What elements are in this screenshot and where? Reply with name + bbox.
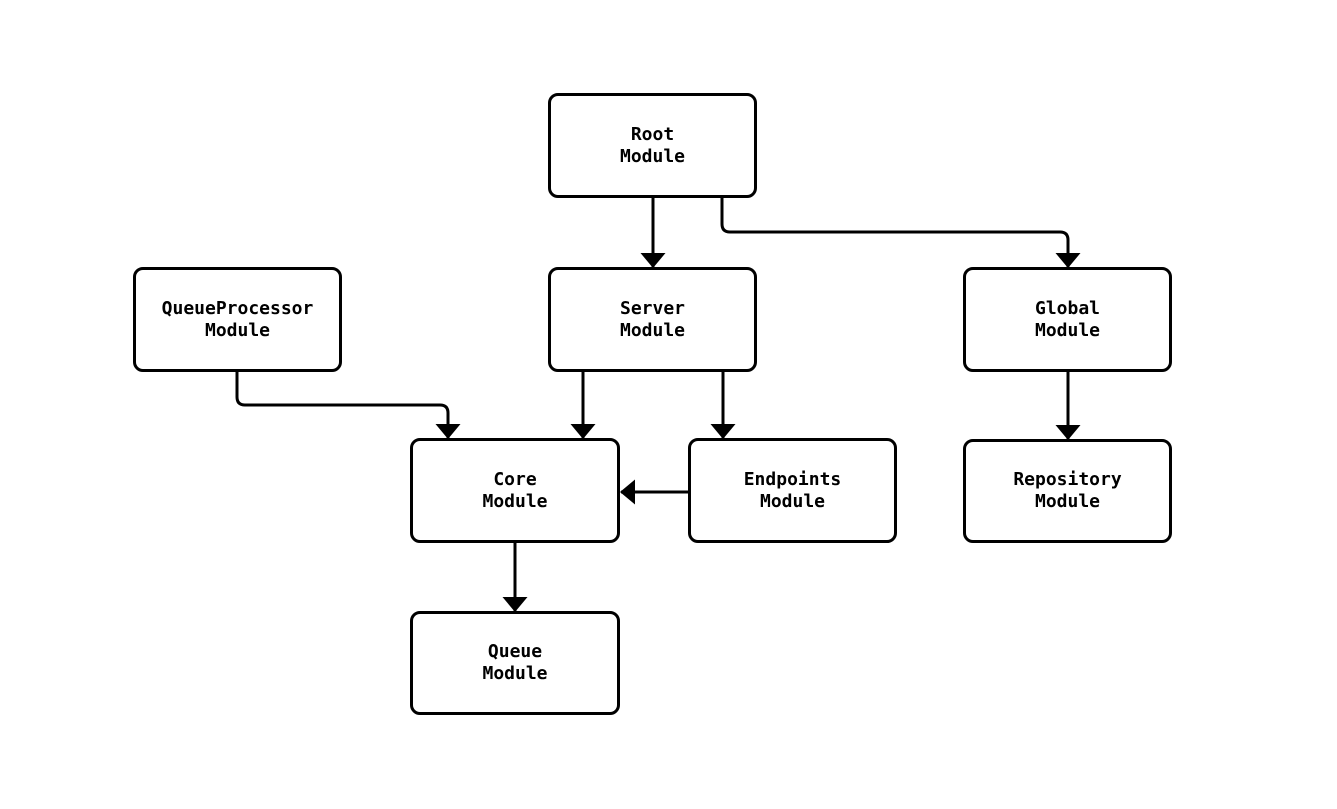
node-core-label: Core [493, 468, 537, 490]
node-root-label: Root [630, 123, 675, 145]
node-queue-label: Module [482, 663, 548, 684]
node-repository-label: Repository [1013, 469, 1122, 490]
node-server-label: Server [619, 297, 686, 319]
node-global-label: Global [1034, 297, 1101, 319]
node-queueprocessor-label: QueueProcessor [161, 297, 314, 319]
node-server-label: Module [619, 319, 686, 341]
node-global-label: Module [1034, 319, 1101, 341]
node-queue-label: Queue [487, 641, 543, 662]
node-root-label: Module [619, 145, 686, 167]
node-queueprocessor-label: Module [204, 319, 271, 341]
node-endpoints-label: Module [759, 490, 826, 512]
node-endpoints-label: Endpoints [743, 468, 842, 490]
node-repository-label: Module [1034, 491, 1101, 512]
edge-queueprocessor-to-core [235, 372, 461, 439]
edge-root-to-global [720, 198, 1081, 268]
node-core-label: Module [482, 490, 548, 512]
